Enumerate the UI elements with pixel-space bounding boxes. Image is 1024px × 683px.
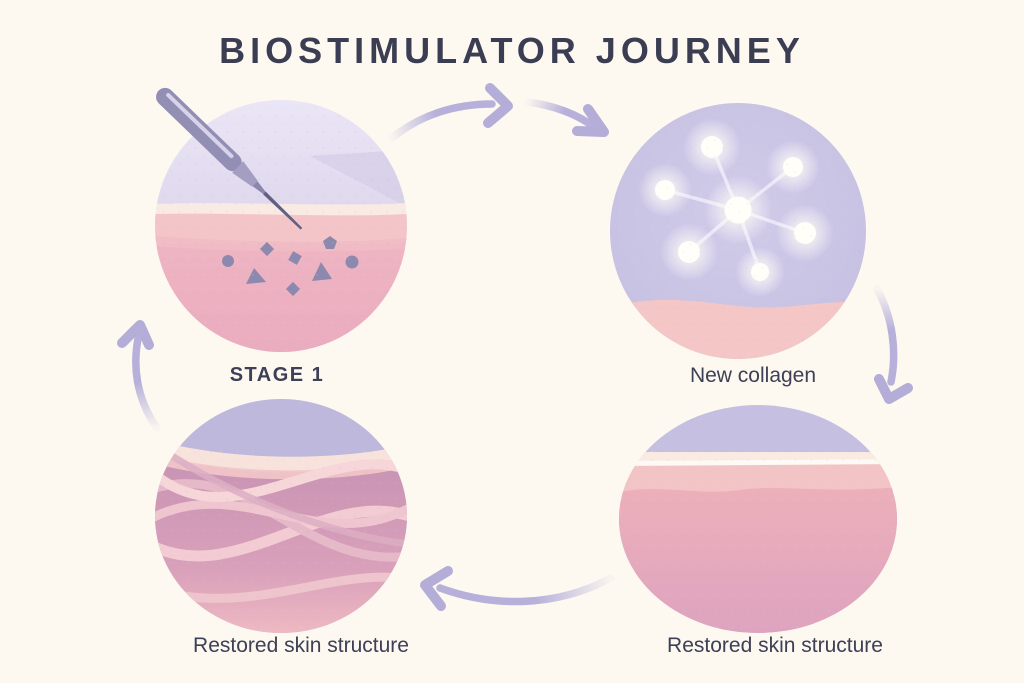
restored-skin-right-label: Restored skin structure: [667, 634, 883, 657]
collagen-network-illustration: [610, 103, 866, 359]
arrow-left-up-icon: [117, 320, 161, 432]
arrow-right-down-icon: [873, 285, 913, 404]
stage1-label: STAGE 1: [229, 364, 325, 386]
cycle-arrows: [117, 83, 913, 611]
page-title: BIOSTIMULATOR JOURNEY: [219, 30, 805, 71]
smooth-skin-illustration: [619, 405, 897, 633]
arrow-bottom-left-icon: [420, 566, 615, 611]
restored-skin-left-label: Restored skin structure: [193, 634, 409, 657]
needle-icon: [156, 87, 303, 230]
arrow-top-second-icon: [524, 98, 609, 137]
restored-skin-fibers-illustration: [155, 399, 407, 633]
stage1-injection-illustration: [155, 87, 407, 352]
arrow-top-first-icon: [388, 83, 513, 142]
new-collagen-label: New collagen: [689, 364, 817, 387]
